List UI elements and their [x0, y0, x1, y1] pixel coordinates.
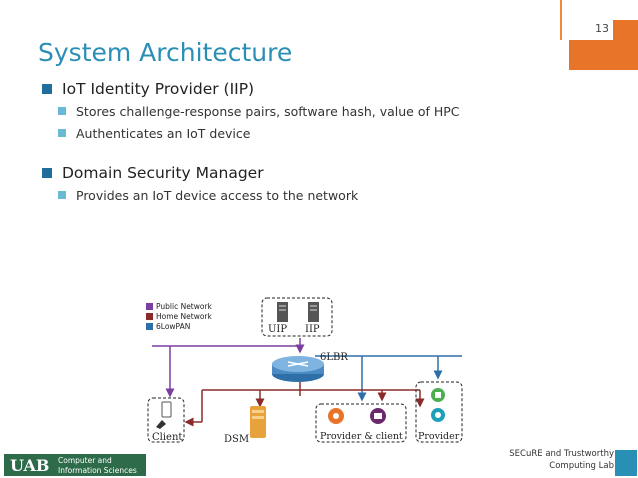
bullet-square-icon — [42, 84, 52, 94]
server-icon — [250, 406, 266, 438]
label-iip: IIP — [305, 324, 320, 335]
legend-swatch-home — [146, 313, 153, 320]
top-accent-line — [560, 0, 562, 40]
label-6lbr: 6LBR — [320, 352, 348, 363]
sub-bullet-text: Provides an IoT device access to the net… — [76, 187, 359, 203]
logo-dept-line2: Information Sciences — [58, 466, 137, 475]
client-box — [147, 397, 185, 443]
bullet-square-icon — [42, 168, 52, 178]
sub-bullet-square-icon — [58, 107, 66, 115]
legend: Public Network Home Network 6LowPAN — [146, 302, 213, 331]
bullet-text: Domain Security Manager — [62, 164, 264, 182]
server-icon — [277, 302, 288, 322]
lab-line1: SECuRE and Trustworthy — [509, 449, 614, 459]
sub-bullet: Authenticates an IoT device — [58, 122, 558, 144]
bullet-dsm: Domain Security Manager — [38, 162, 558, 184]
flashcard-icon — [156, 420, 166, 429]
identity-server-box — [261, 297, 333, 337]
legend-home: Home Network — [156, 312, 213, 321]
legend-public: Public Network — [156, 302, 213, 311]
architecture-diagram: Public Network Home Network 6LowPAN UIP … — [146, 297, 463, 445]
router-icon — [272, 356, 324, 382]
provider-client-box — [315, 403, 407, 443]
sub-bullet-square-icon — [58, 191, 66, 199]
legend-swatch-public — [146, 303, 153, 310]
corner-accent — [615, 450, 637, 476]
sub-bullet-text: Stores challenge-response pairs, softwar… — [76, 103, 460, 119]
provider-box — [415, 381, 463, 443]
label-provider: Provider — [418, 431, 460, 442]
sub-bullet-square-icon — [58, 129, 66, 137]
logo-mark: UAB — [10, 456, 49, 475]
sub-bullet: Stores challenge-response pairs, softwar… — [58, 100, 558, 122]
slide-title: System Architecture — [38, 38, 293, 67]
label-provider-client: Provider & client — [320, 431, 403, 442]
label-uip: UIP — [268, 324, 287, 335]
sub-bullet: Provides an IoT device access to the net… — [58, 184, 558, 206]
bullet-iip: IoT Identity Provider (IIP) — [38, 78, 558, 100]
bullet-text: IoT Identity Provider (IIP) — [62, 80, 255, 98]
legend-6lowpan: 6LowPAN — [156, 322, 190, 331]
uab-logo: UAB Computer and Information Sciences — [4, 454, 146, 476]
page-number: 13 — [569, 20, 613, 40]
server-icon — [308, 302, 319, 322]
label-client: Client — [152, 432, 182, 443]
phone-icon — [161, 401, 172, 418]
legend-swatch-6lowpan — [146, 323, 153, 330]
lab-line2: Computing Lab — [549, 461, 614, 471]
label-dsm: DSM — [224, 434, 249, 445]
sub-bullet-text: Authenticates an IoT device — [76, 125, 251, 141]
lab-credit: SECuRE and Trustworthy Computing Lab — [509, 448, 614, 472]
bullet-list: IoT Identity Provider (IIP) Stores chall… — [38, 78, 558, 206]
logo-dept-line1: Computer and — [58, 456, 112, 465]
